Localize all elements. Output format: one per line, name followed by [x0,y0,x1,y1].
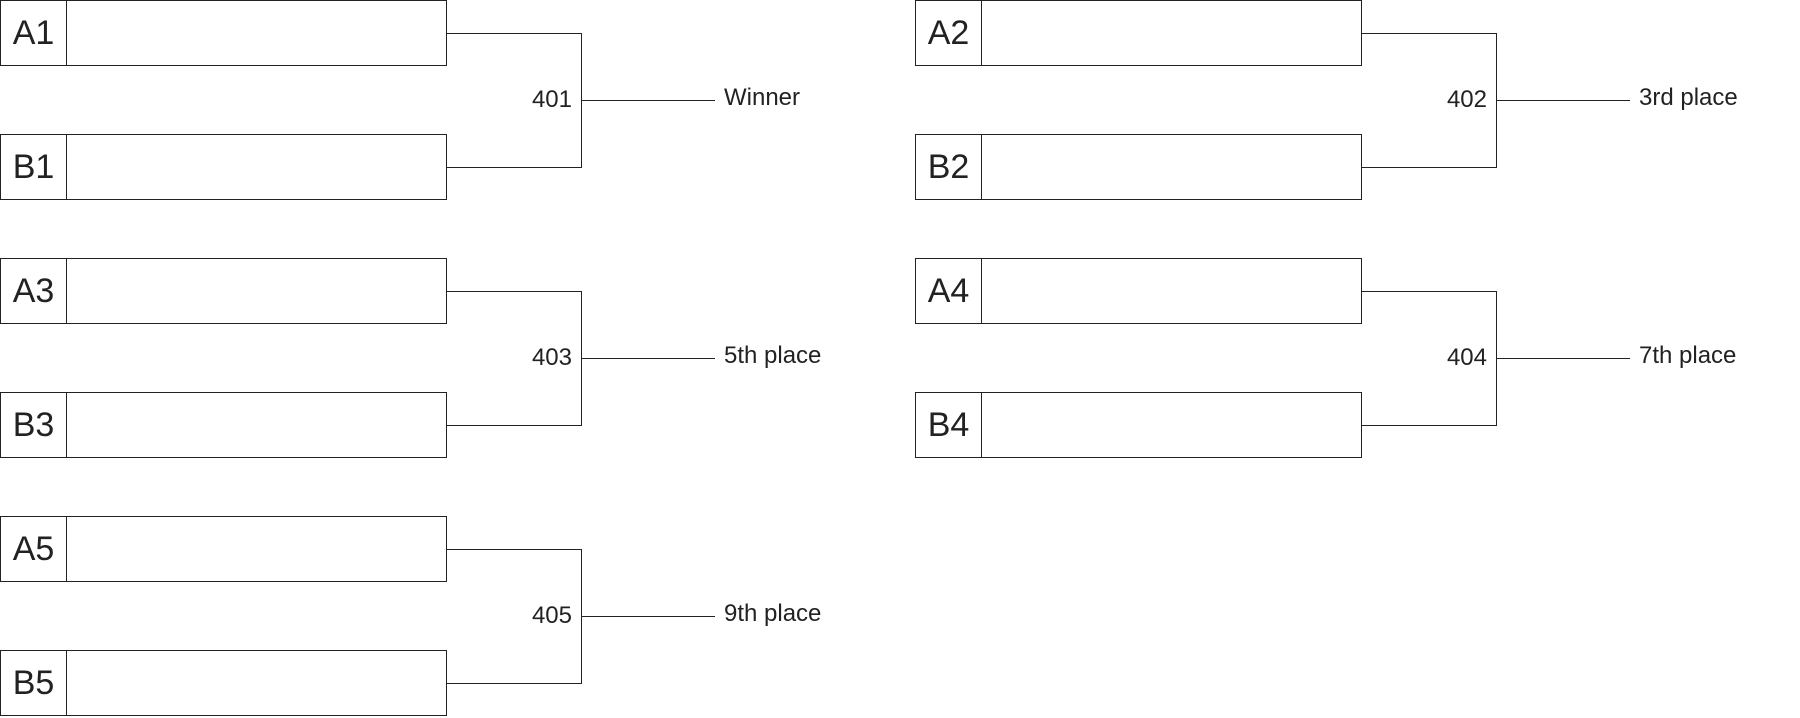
team-name-field[interactable] [982,259,1361,323]
seed-label: B3 [1,393,67,457]
seed-label: A5 [1,517,67,581]
seed-label: A4 [916,259,982,323]
team-name-field[interactable] [67,393,446,457]
seed-label: A3 [1,259,67,323]
bracket-slot-a3[interactable]: A3 [0,258,447,324]
bracket-connector [447,683,581,684]
bracket-connector [1362,167,1496,168]
match-result-label: Winner [724,84,801,111]
team-name-field[interactable] [67,259,446,323]
bracket-output-line [1496,358,1630,359]
bracket-output-line [581,100,715,101]
bracket-connector [447,167,581,168]
bracket-match-401: A1 B1 401 Winner [0,0,850,202]
match-number: 401 [531,86,572,113]
bracket-connector [1362,33,1496,34]
bracket-connector [447,425,581,426]
match-result-label: 5th place [724,342,822,369]
bracket-connector [447,291,581,292]
bracket-slot-b4[interactable]: B4 [915,392,1362,458]
bracket-match-403: A3 B3 403 5th place [0,258,850,460]
team-name-field[interactable] [982,1,1361,65]
bracket-match-405: A5 B5 405 9th place [0,516,850,718]
bracket-output-line [581,616,715,617]
seed-label: B4 [916,393,982,457]
bracket-output-line [581,358,715,359]
seed-label: B1 [1,135,67,199]
team-name-field[interactable] [67,1,446,65]
seed-label: A2 [916,1,982,65]
bracket-slot-a4[interactable]: A4 [915,258,1362,324]
match-number: 402 [1446,86,1487,113]
bracket-connector [1362,425,1496,426]
bracket-slot-a5[interactable]: A5 [0,516,447,582]
match-result-label: 3rd place [1639,84,1738,111]
bracket-slot-b3[interactable]: B3 [0,392,447,458]
seed-label: B5 [1,651,67,715]
bracket-match-404: A4 B4 404 7th place [915,258,1765,460]
bracket-connector [1362,291,1496,292]
bracket-slot-b5[interactable]: B5 [0,650,447,716]
match-number: 405 [531,602,572,629]
bracket-match-402: A2 B2 402 3rd place [915,0,1765,202]
team-name-field[interactable] [982,135,1361,199]
seed-label: B2 [916,135,982,199]
match-number: 404 [1446,344,1487,371]
match-number: 403 [531,344,572,371]
bracket-output-line [1496,100,1630,101]
seed-label: A1 [1,1,67,65]
bracket-connector [447,33,581,34]
match-result-label: 9th place [724,600,822,627]
bracket-slot-b1[interactable]: B1 [0,134,447,200]
team-name-field[interactable] [982,393,1361,457]
team-name-field[interactable] [67,135,446,199]
match-result-label: 7th place [1639,342,1737,369]
bracket-slot-b2[interactable]: B2 [915,134,1362,200]
bracket-slot-a2[interactable]: A2 [915,0,1362,66]
team-name-field[interactable] [67,651,446,715]
team-name-field[interactable] [67,517,446,581]
bracket-connector [447,549,581,550]
bracket-slot-a1[interactable]: A1 [0,0,447,66]
